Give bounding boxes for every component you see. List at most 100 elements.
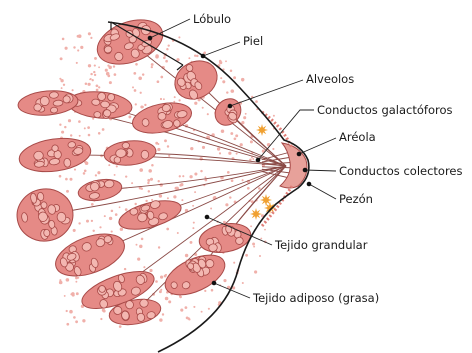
fat-dot (254, 270, 257, 273)
alveolus (53, 100, 63, 107)
fat-dot (192, 205, 194, 207)
fat-dot (66, 190, 69, 193)
fat-dot (59, 279, 61, 281)
fat-dot (148, 190, 150, 192)
alveolus (50, 107, 58, 113)
fat-dot (166, 48, 168, 50)
fat-dot (86, 220, 89, 223)
alveolus (51, 145, 58, 152)
fat-dot (85, 83, 88, 86)
fat-dot (151, 199, 153, 201)
fat-dot (158, 246, 160, 248)
fat-dot (72, 89, 74, 91)
fat-dot (84, 127, 86, 129)
fat-dot (147, 179, 150, 182)
fat-dot (185, 254, 188, 257)
fat-dot (155, 54, 158, 57)
fat-dot (253, 246, 255, 248)
gland-star (250, 208, 262, 220)
fat-dot (252, 158, 254, 160)
fat-dot (204, 290, 206, 292)
fat-dot (207, 113, 209, 115)
fat-dot (210, 208, 212, 210)
alveolus (34, 104, 42, 112)
fat-dot (234, 137, 237, 140)
fat-dot (259, 255, 261, 257)
fat-dot (149, 269, 152, 272)
fat-dot (174, 96, 176, 98)
fat-dot (233, 262, 235, 264)
fat-dot (96, 84, 99, 87)
fat-dot (204, 176, 206, 178)
fat-dot (119, 325, 122, 328)
fat-dot (223, 279, 226, 282)
fat-dot (249, 159, 252, 162)
fat-dot (163, 56, 166, 59)
fat-dot (73, 46, 75, 48)
fat-dot (139, 245, 142, 248)
label-lobulo: Lóbulo (193, 12, 231, 26)
fat-dot (94, 74, 96, 76)
fat-dot (168, 155, 170, 157)
fat-dot (168, 300, 171, 303)
fat-dot (245, 254, 248, 257)
fat-dot (105, 69, 108, 72)
label-conductos-colectores: Conductos colectores (339, 164, 463, 178)
fat-dot (188, 57, 190, 59)
fat-dot (179, 295, 181, 297)
fat-dot (116, 165, 118, 167)
fat-dot (178, 99, 180, 101)
fat-dot (80, 46, 83, 49)
alveolus (235, 237, 244, 245)
fat-dot (182, 175, 184, 177)
alveolus (94, 111, 101, 118)
fat-dot (208, 308, 210, 310)
fat-dot (109, 81, 112, 84)
fat-dot (165, 60, 168, 63)
fat-dot (233, 76, 236, 79)
fat-dot (196, 55, 199, 58)
label-piel: Piel (243, 34, 263, 48)
fat-dot (137, 257, 140, 260)
fat-dot (75, 276, 78, 279)
fat-dot (135, 103, 137, 105)
fat-dot (60, 57, 63, 60)
fat-dot (71, 292, 75, 296)
lobule (67, 89, 133, 120)
fat-dot (84, 170, 87, 173)
fat-dot (140, 92, 142, 94)
fat-dot (78, 222, 80, 224)
fat-dot (243, 116, 246, 119)
fat-dot (160, 276, 163, 279)
fat-dot (147, 182, 149, 184)
fat-dot (66, 310, 68, 312)
fat-dot (229, 196, 231, 198)
fat-dot (59, 281, 63, 285)
fat-dot (227, 171, 230, 174)
fat-dot (221, 130, 224, 133)
fat-dot (128, 115, 131, 118)
fat-dot (166, 228, 169, 231)
fat-dot (173, 195, 176, 198)
alveolus (49, 91, 59, 98)
fat-dot (108, 66, 111, 69)
fat-dot (241, 121, 244, 124)
label-tejido-adiposo: Tejido adiposo (grasa) (252, 291, 379, 305)
fat-dot (98, 86, 100, 88)
alveolus (114, 156, 121, 163)
fat-dot (240, 143, 243, 146)
fat-dot (96, 89, 99, 92)
fat-dot (225, 203, 228, 206)
fat-dot (157, 148, 160, 151)
fat-dot (98, 132, 101, 135)
fat-dot (76, 292, 79, 295)
label-pezon: Pezón (339, 192, 373, 206)
fat-dot (66, 323, 69, 326)
fat-dot (88, 134, 91, 137)
lobule (17, 88, 79, 117)
fat-dot (97, 171, 100, 174)
fat-dot (65, 178, 68, 181)
fat-dot (111, 210, 114, 213)
fat-dot (135, 63, 138, 66)
fat-dot (211, 289, 214, 292)
